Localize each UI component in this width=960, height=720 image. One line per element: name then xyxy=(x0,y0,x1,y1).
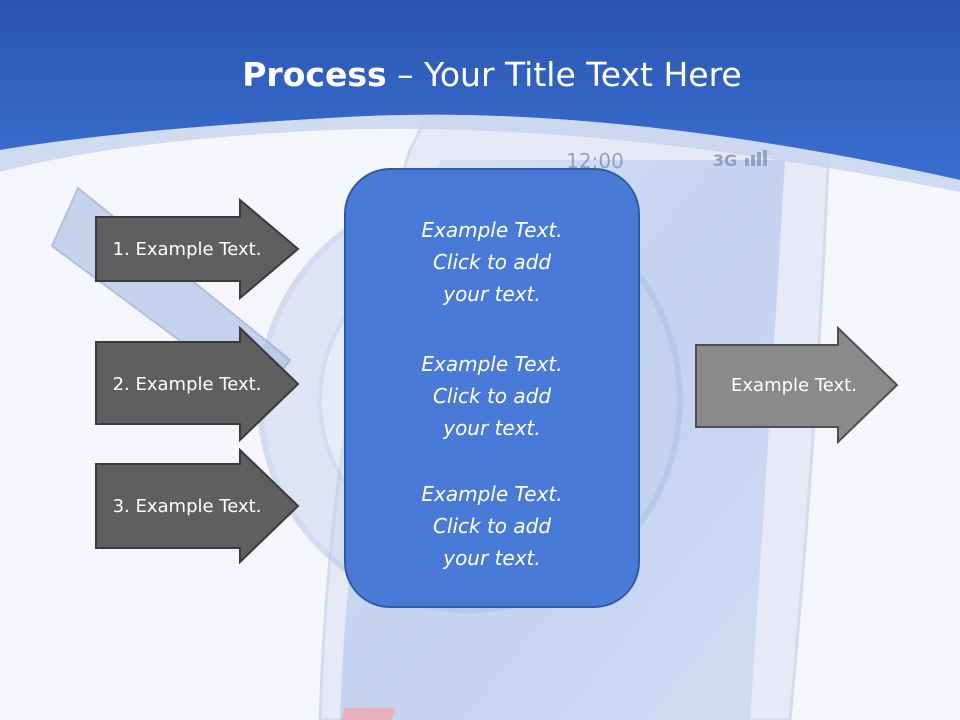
block-line: Example Text. xyxy=(421,352,563,376)
center-text-box[interactable]: Example Text. Click to add your text. Ex… xyxy=(344,168,640,608)
title-bold: Process xyxy=(242,55,387,94)
center-text-block-3: Example Text. Click to add your text. xyxy=(346,478,638,574)
block-line: Example Text. xyxy=(421,218,563,242)
step-arrow-label: 1. Example Text. xyxy=(112,238,262,260)
signal-bars-icon xyxy=(745,150,767,166)
block-line: your text. xyxy=(443,546,541,570)
result-arrow[interactable]: Example Text. xyxy=(694,326,900,444)
block-line: Example Text. xyxy=(421,482,563,506)
center-text-block-1: Example Text. Click to add your text. xyxy=(346,214,638,310)
block-line: Click to add xyxy=(432,384,552,408)
step-arrow-1[interactable]: 1. Example Text. xyxy=(94,198,300,300)
arrow-shape-icon xyxy=(95,448,300,564)
center-text-block-2: Example Text. Click to add your text. xyxy=(346,348,638,444)
phone-network: 3G xyxy=(713,151,737,170)
step-arrow-label: 2. Example Text. xyxy=(112,373,262,395)
arrow-shape-icon xyxy=(95,326,300,442)
header-swoosh xyxy=(0,114,960,192)
title-rest: Your Title Text Here xyxy=(424,55,742,94)
step-arrow-3[interactable]: 3. Example Text. xyxy=(94,448,300,564)
block-line: Click to add xyxy=(432,250,552,274)
block-line: your text. xyxy=(443,416,541,440)
slide-title[interactable]: Process – Your Title Text Here xyxy=(0,50,960,100)
step-arrow-label: 3. Example Text. xyxy=(112,495,262,517)
block-line: Click to add xyxy=(432,514,552,538)
step-arrow-2[interactable]: 2. Example Text. xyxy=(94,326,300,442)
header-band xyxy=(0,0,960,180)
arrow-shape-icon xyxy=(95,198,300,300)
phone-red-key xyxy=(342,708,395,720)
block-line: your text. xyxy=(443,282,541,306)
arrow-shape-icon xyxy=(695,326,899,444)
result-arrow-label: Example Text. xyxy=(731,374,857,396)
title-separator: – xyxy=(386,55,425,94)
